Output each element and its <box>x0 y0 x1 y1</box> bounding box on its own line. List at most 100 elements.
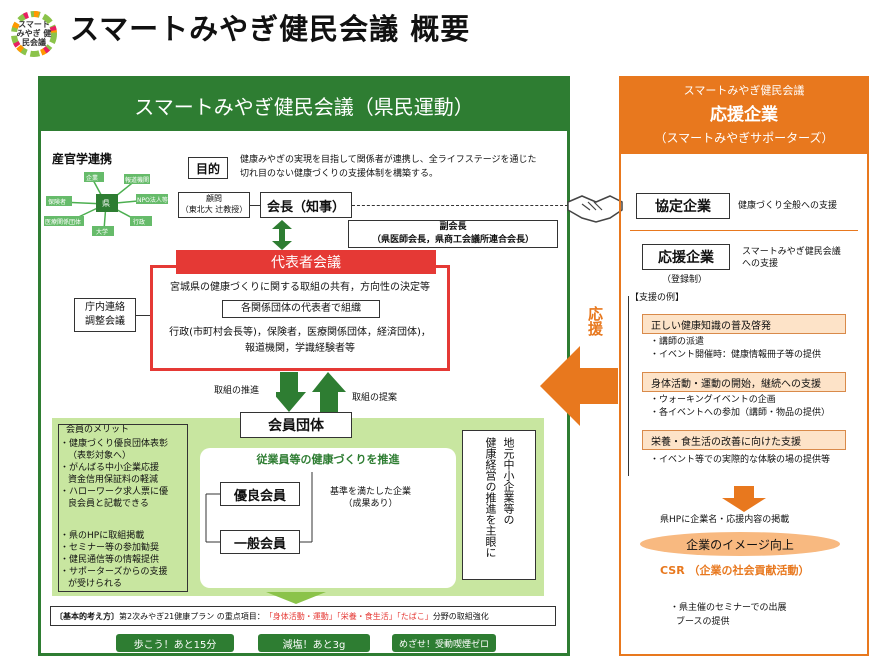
sangakukan-labels: 企業 報道機関 保険者 NPO法人等 医療関係団体 大学 行政 県 <box>44 166 174 238</box>
criteria-line-2: （成果あり） <box>343 499 398 509</box>
merit-item: （表彰対象へ） <box>68 451 132 461</box>
pill-walk: 歩こう！あと15分 <box>116 634 234 652</box>
csr-text: CSR （企業の社会貢献活動） <box>660 564 810 577</box>
sangakukan-network-icon <box>44 172 168 236</box>
push-label: 取組の推進 <box>214 386 260 396</box>
basic-down-arrow-icon <box>266 592 326 604</box>
section-3-items: ・イベント等での実際的な体験の場の提供等 <box>650 454 830 467</box>
ouen-desc-1: スマートみやぎ健民会議 <box>742 247 841 257</box>
merit-item: ・セミナー等の参加勧奨 <box>60 543 160 553</box>
sangakukan-title: 産官学連携 <box>52 152 113 166</box>
section-item: ・ウォーキングイベントの企画 <box>650 395 776 405</box>
vice-box: 副会長 （県医師会長，県商工会議所連合会長） <box>348 220 558 248</box>
right-divider <box>630 230 858 231</box>
node-gyosei: 行政 <box>133 219 146 226</box>
supporters-header: スマートみやぎ健民会議 応援企業 （スマートみやぎサポーターズ） <box>619 76 869 154</box>
ouen-label: 応援 <box>586 306 604 336</box>
pill-smoke: めざせ！受動喫煙ゼロ <box>392 634 496 652</box>
kyotei-box: 協定企業 <box>636 193 730 219</box>
seminar-1: ・県主催のセミナーでの出展 <box>670 603 787 613</box>
chokan-box: 庁内連絡 調整会議 <box>74 298 136 332</box>
pill-salt: 減塩！あと3g <box>258 634 370 652</box>
chokan-connector <box>136 315 150 316</box>
node-iryo: 医療関係団体 <box>45 219 82 226</box>
logo-ring-icon <box>11 11 57 57</box>
employees-area <box>200 448 456 588</box>
page-title: スマートみやぎ健民会議 概要 <box>70 12 471 46</box>
basic-text: 第2次みやぎ21健康プラン の重点項目： <box>119 611 265 621</box>
vertical-note-2: 健康経営の推進を主眼に <box>484 437 497 558</box>
merit-item: 良会員と記載できる <box>68 499 149 509</box>
members-box: 会員団体 <box>240 412 352 438</box>
benefit-down-arrow-icon <box>722 486 766 512</box>
section-2-title: 身体活動・運動の開始，継続への支援 <box>642 372 846 392</box>
chair-kyotei-dashed-line <box>352 205 568 206</box>
node-npo: NPO法人等 <box>137 197 168 204</box>
supporters-header-1: スマートみやぎ健民会議 <box>683 84 805 97</box>
image-up-ellipse: 企業のイメージ向上 <box>640 532 840 556</box>
merit-item: ・健民通信等の情報提供 <box>60 555 160 565</box>
node-kigyo: 企業 <box>86 175 99 182</box>
section-1-title: 正しい健康知識の普及啓発 <box>642 314 846 334</box>
hp-text: 県HPに企業名・応援内容の掲載 <box>660 515 790 525</box>
member-connector-lines <box>205 472 313 543</box>
section-item: ・各イベントへの参加（講師・物品の提供） <box>650 408 831 418</box>
node-ken: 県 <box>102 199 110 208</box>
merit-list-1: ・健康づくり優良団体表彰 （表彰対象へ） ・がんばる中小企業応援 資金信用保証料… <box>60 438 168 510</box>
propose-label: 取組の提案 <box>352 393 398 403</box>
ouen-desc-2: への支援 <box>742 259 779 269</box>
examples-title: 【支援の例】 <box>630 293 685 303</box>
chair-box: 会長（知事） <box>260 192 352 218</box>
merit-frame <box>58 424 188 592</box>
node-daigaku: 大学 <box>96 229 109 236</box>
merit-item: ・サポーターズからの支援 <box>60 567 168 577</box>
merit-item: ・県のHPに取組掲載 <box>60 531 145 541</box>
advisor-box: 顧問 （東北大 辻教授） <box>178 192 250 218</box>
advisor-name: （東北大 辻教授） <box>180 205 248 214</box>
kyotei-desc: 健康づくり全般への支援 <box>738 201 838 211</box>
node-hodo: 報道機関 <box>125 177 150 184</box>
basic-label: 〔基本的考え方〕 <box>55 611 119 621</box>
supporters-header-2: 応援企業 <box>710 105 778 125</box>
vertical-note-1: 地元中小企業等の <box>502 437 515 525</box>
section-1-items: ・講師の派遣 ・イベント開催時：健康情報冊子等の提供 <box>650 336 821 362</box>
node-hoken: 保険者 <box>48 199 67 206</box>
ouen-arrow-icon <box>540 346 618 426</box>
vice-label: 副会長 <box>439 222 467 232</box>
section-item: ・講師の派遣 <box>650 337 705 347</box>
rep-line-3: 報道機関，学識経験者等 <box>245 343 355 354</box>
logo-text: スマート みやぎ 健民会議 <box>16 20 52 47</box>
general-member-box: 一般会員 <box>220 530 300 554</box>
basic-highlight: 「身体活動・運動」「栄養・食生活」「たばこ」 <box>264 611 433 621</box>
section-2-items: ・ウォーキングイベントの企画 ・各イベントへの参加（講師・物品の提供） <box>650 394 830 420</box>
ouen-box: 応援企業 <box>642 244 730 270</box>
criteria-line-1: 基準を満たした企業 <box>330 487 412 497</box>
rep-organization-box: 各関係団体の代表者で組織 <box>222 300 380 318</box>
merit-item: が受けられる <box>68 579 123 589</box>
purpose-label: 目的 <box>188 157 228 179</box>
section-item: ・イベント等での実際的な体験の場の提供等 <box>650 455 831 465</box>
merit-item: 資金信用保証料の軽減 <box>68 475 159 485</box>
supporters-header-3: （スマートみやぎサポーターズ） <box>654 131 834 145</box>
registration-text: （登録制） <box>662 275 708 285</box>
section-3-title: 栄養・食生活の改善に向けた支援 <box>642 430 846 450</box>
section-item: ・イベント開催時：健康情報冊子等の提供 <box>650 350 822 360</box>
basic-line: 〔基本的考え方〕 第2次みやぎ21健康プラン の重点項目： 「身体活動・運動」「… <box>50 606 556 626</box>
examples-bracket <box>628 296 629 476</box>
merit-list-2: ・県のHPに取組掲載 ・セミナー等の参加勧奨 ・健民通信等の情報提供 ・サポータ… <box>60 530 168 590</box>
advisor-title: 顧問 <box>206 194 222 203</box>
criteria-text: 基準を満たした企業 （成果あり） <box>330 486 411 510</box>
basic-tail: 分野の取組強化 <box>432 611 489 621</box>
merit-item: ・がんばる中小企業応援 <box>60 463 160 473</box>
merit-item: ・健康づくり優良団体表彰 <box>60 439 169 449</box>
advisor-connector <box>250 205 260 206</box>
handshake-icon <box>567 195 623 223</box>
vertical-note-box: 地元中小企業等の 健康経営の推進を主眼に <box>462 430 536 580</box>
merit-title: 会員のメリット <box>66 425 130 435</box>
rep-title: 代表者会議 <box>176 250 436 274</box>
chair-rep-arrow-icon <box>272 220 292 250</box>
seminar-2: ブースの提供 <box>676 617 730 627</box>
rep-line-2: 行政(市町村会長等)，保険者，医療関係団体，経済団体)， <box>169 327 431 338</box>
kenmin-banner: スマートみやぎ健民会議（県民運動） <box>41 79 567 131</box>
purpose-text-1: 健康みやぎの実現を目指して関係者が連携し、全ライフステージを通じた <box>240 155 537 165</box>
